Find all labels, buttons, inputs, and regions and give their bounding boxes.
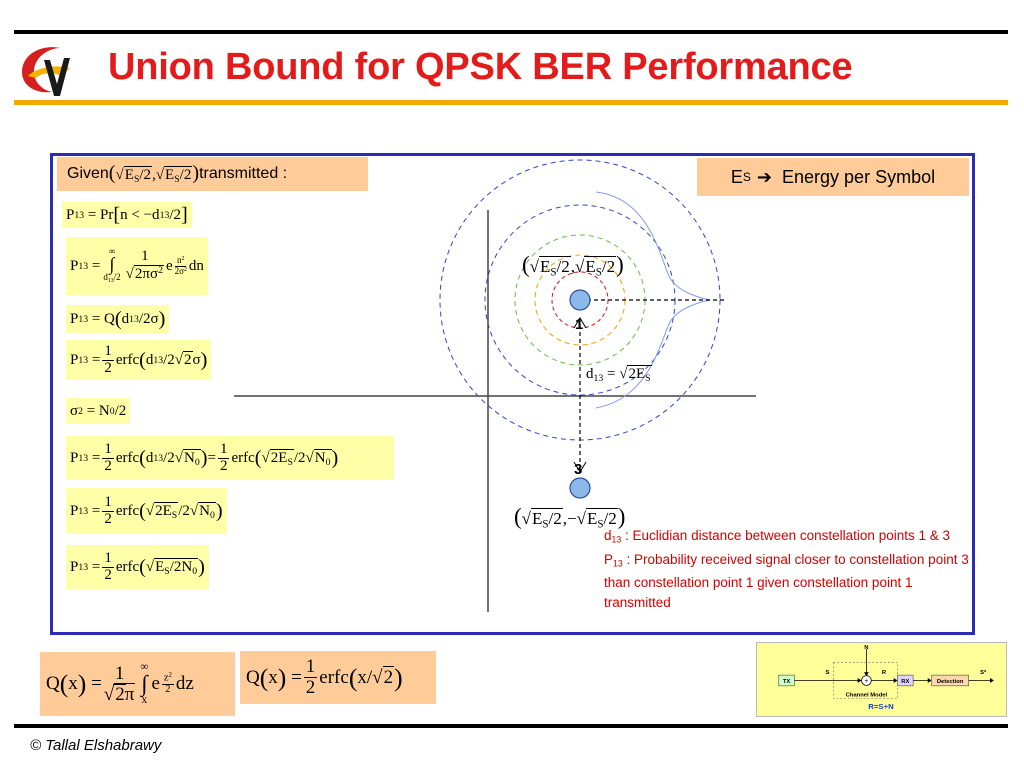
arrow-right-icon: ➔	[756, 166, 773, 188]
svg-text:Detection: Detection	[937, 679, 964, 685]
svg-text:R=S+N: R=S+N	[868, 702, 894, 711]
svg-text:N: N	[864, 645, 868, 651]
given-symbol: (√ES/2,√ES/2)	[108, 162, 200, 185]
tx-block	[778, 674, 795, 687]
constellation-point-3	[569, 477, 591, 499]
distance-label: d13 = √2ES	[586, 365, 652, 384]
definitions-note: d13 : Euclidian distance between constel…	[604, 526, 974, 613]
channel-model-diagram: TX S + N R RX Detection S* Channel Model…	[756, 642, 1007, 717]
svg-text:+: +	[864, 678, 868, 685]
point-3-coordinates: (√ES/2,−√ES/2)	[514, 504, 626, 531]
svg-text:R: R	[882, 670, 887, 676]
svg-text:Channel Model: Channel Model	[846, 693, 888, 699]
title-underline	[14, 100, 1008, 105]
constellation-diagram: 1 3	[234, 159, 756, 612]
slide-title: Union Bound for QPSK BER Performance	[108, 46, 853, 88]
point-1-label: 1	[575, 316, 583, 333]
copyright-footer: © Tallal Elshabrawy	[30, 737, 162, 754]
channel-block	[833, 662, 898, 699]
svg-text:S: S	[826, 670, 830, 676]
svg-text:RX: RX	[901, 679, 909, 685]
svg-text:TX: TX	[783, 679, 791, 685]
note-d13: d13 : Euclidian distance between constel…	[604, 528, 950, 545]
university-logo	[14, 38, 84, 100]
content-panel	[50, 153, 975, 635]
arrow-down-icon	[573, 461, 587, 473]
top-rule	[14, 30, 1008, 34]
given-label: Given (√ES/2,√ES/2) transmitted :	[57, 157, 368, 191]
note-p13: P13 : Probability received signal closer…	[604, 551, 969, 611]
svg-text:S*: S*	[980, 670, 987, 676]
point-3-label: 3	[574, 461, 582, 478]
bottom-rule	[14, 724, 1008, 728]
arrow-up-icon	[573, 317, 587, 329]
constellation-point-1	[569, 289, 591, 311]
point-1-coordinates: (√ES/2,√ES/2)	[522, 252, 624, 279]
